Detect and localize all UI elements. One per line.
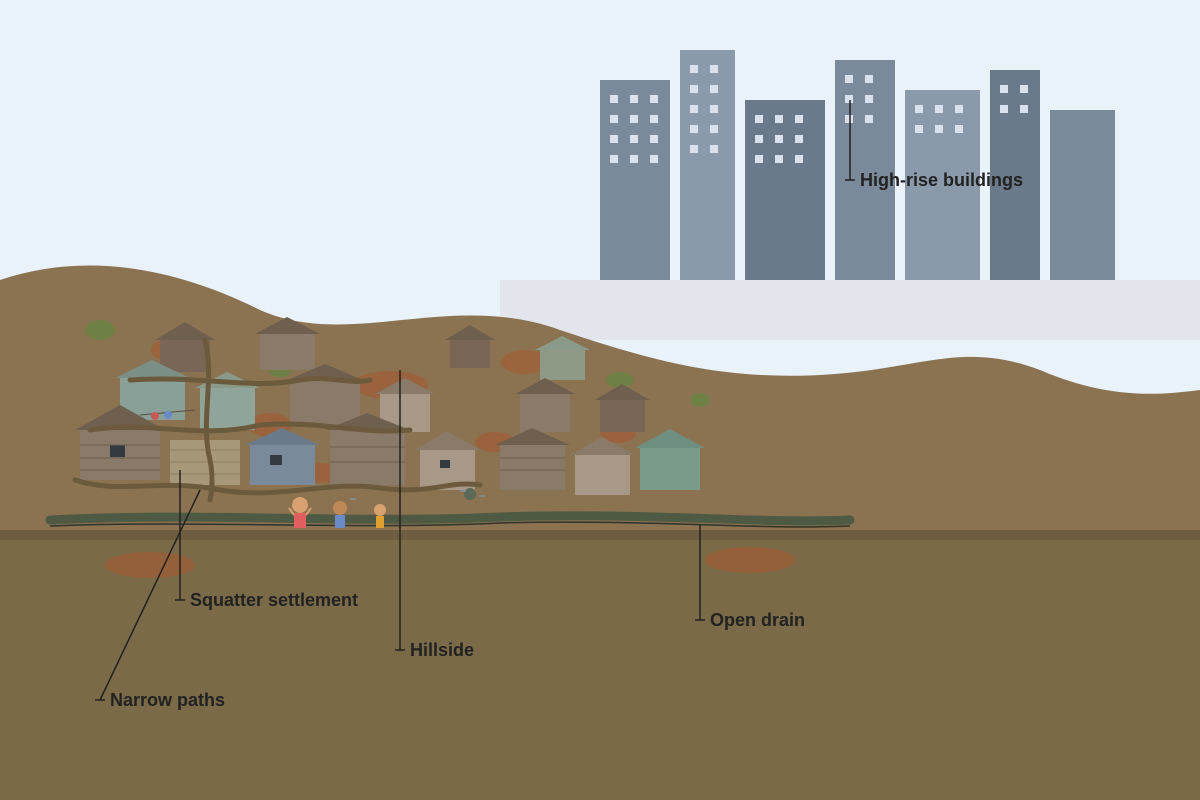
city-skyline [500, 50, 1200, 340]
open-drain [45, 511, 855, 526]
high-rise-building [745, 100, 825, 280]
open-drain-edge [49, 521, 851, 528]
label-hillside: Hillside [410, 640, 474, 660]
narrow-paths [72, 337, 483, 503]
building-windows [610, 65, 1028, 163]
label-squatter-settlement: Squatter settlement [190, 590, 358, 610]
label-high-rise-buildings: High-rise buildings [860, 170, 1023, 190]
children [288, 488, 485, 528]
label-open-drain: Open drain [710, 610, 805, 630]
label-narrow-paths: Narrow paths [110, 690, 225, 710]
leader-lines [95, 100, 855, 701]
city-base [500, 280, 1200, 340]
high-rise-building [600, 80, 670, 280]
high-rise-building [905, 90, 980, 280]
ground [0, 530, 1200, 800]
high-rise-building [990, 70, 1040, 280]
ground-edge [0, 530, 1200, 540]
high-rise-building [680, 50, 735, 280]
high-rise-building [1050, 110, 1115, 280]
